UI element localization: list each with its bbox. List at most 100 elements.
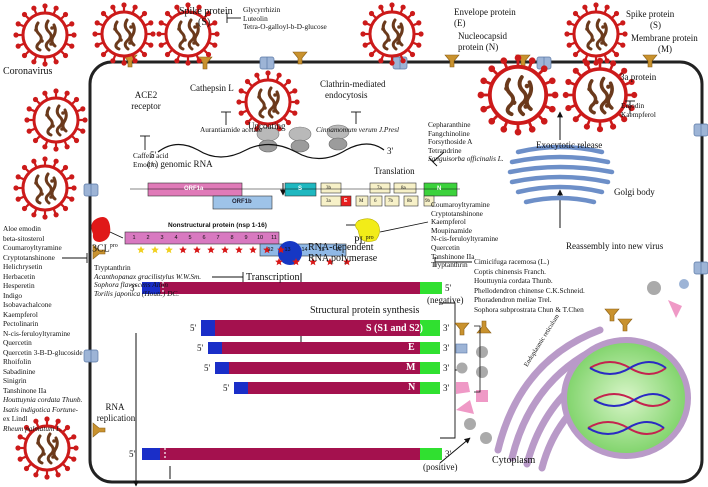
clpro-drug: Sabadinine (3, 366, 36, 376)
clpro-drug: Hesperetin (3, 281, 35, 290)
ace2-inhibitors: Caffeic acid Emodin (133, 151, 169, 169)
rdrp-label-2: RNA polymerase (308, 253, 378, 264)
translation-drug: Forsythoside A (428, 137, 473, 147)
clpro-drug: Herbacetin (3, 271, 36, 281)
gene-s: S (298, 186, 303, 192)
spike-right-label: Spike protein (626, 9, 675, 19)
clpro-drug: Helichrysetin (3, 262, 43, 271)
gene-orf1a: ORF1a (184, 186, 204, 192)
cathepsin-label: Cathepsin L (190, 83, 234, 93)
ace2-drug: Caffeic acid (133, 151, 169, 160)
rdrp-drug: Cimicifuga racemosa (L.) (474, 257, 550, 266)
plpro-drug: Cryptotanshinone (431, 208, 483, 218)
clpro-drug: Rheum palmatum L. (3, 423, 62, 433)
gene-6: 6 (374, 199, 377, 204)
transcription-drug: Tryptanthrin (94, 263, 131, 272)
spike-inhibitors: Glycyrrhizin Luteolin Tetra-O-galloyl-b-… (243, 5, 327, 32)
three-prime-genomic: 3' (387, 146, 394, 156)
clpro-label: 3CLpro (92, 241, 118, 254)
plpro-drug: Quercetin (431, 242, 460, 252)
rdrp-inhibitors: Cimicifuga racemosa (L.) Coptis chinensi… (474, 257, 585, 314)
spike-abbr: (S) (198, 17, 211, 28)
neg-five-prime: 3' (130, 283, 137, 293)
clpro-drug: Houttuynia cordata Thunb. (3, 395, 83, 404)
golgi-label: Golgi body (614, 187, 655, 197)
nsp-number: 7 (216, 235, 220, 241)
translation-drug: Tetrandrine (428, 145, 462, 155)
envelope-label: Envelope protein (454, 7, 516, 17)
drug-pointers (109, 221, 429, 239)
nsp-number: 6 (202, 235, 206, 241)
plpro-drug: Coumaroyltyramine (431, 200, 490, 209)
assembly-proteins (456, 279, 689, 444)
gene-e: E (344, 198, 348, 204)
structural-synthesis-label: Structural protein synthesis (310, 305, 420, 316)
cleavage-star (207, 246, 215, 254)
uncoating-label: Uncoating (248, 121, 286, 131)
cytoplasm-label: Cytoplasm (492, 455, 536, 466)
clpro-drug: Quercetin 3-B-D-glucoside (3, 347, 83, 357)
gene-7a: 7a (377, 186, 382, 191)
clpro-drug: Kaempferol (3, 309, 38, 319)
clathrin-inhibitors: Cinnamomum verum J.Presl (316, 125, 399, 135)
envelope-abbr: (E) (454, 18, 466, 28)
m-five-prime: 5' (204, 363, 211, 373)
cleavage-star (249, 246, 257, 254)
protein-bracket (474, 325, 481, 393)
clpro-drug: Indigo (3, 290, 23, 300)
clpro-enzyme-shape (91, 217, 111, 242)
nsp-label: Nonstructural protein (nsp 1-16) (168, 222, 267, 229)
protein3a-inhibitors: Emodin Kaempferol (621, 101, 656, 119)
cleavage-star (326, 258, 334, 266)
clpro-drug: Aloe emodin (3, 224, 41, 233)
clpro-drug: ex Lindl (3, 414, 28, 423)
translation-drug: Fangchinoline (428, 128, 470, 138)
gene-m: M (359, 199, 364, 204)
neg-three-prime: 5' (445, 283, 452, 293)
translated-proteins (454, 322, 470, 394)
nsp-number: 3 (160, 235, 164, 241)
gene-9b: 9b (425, 199, 430, 204)
cleavage-stars (137, 246, 351, 266)
rna-replication-label: RNA (105, 402, 125, 412)
cathepsin-drug: Aurantiamide acetate (200, 125, 263, 134)
rdrp-drug: Houttuynia cordata Thunb. (474, 276, 553, 285)
cleavage-star (151, 246, 159, 254)
nucleus-dna (587, 361, 671, 435)
spike-right-abbr: (S) (650, 20, 661, 30)
nucleocapsid-label: Nucleocapsid (458, 31, 507, 41)
transcription-label: Transcription (246, 272, 300, 283)
plpro-drug: Moupinamide (431, 225, 472, 235)
sgrna-n-label: N (408, 382, 416, 393)
rna-strands (142, 282, 442, 460)
protein3a-drug: Emodin (621, 101, 645, 110)
rna-replication-label-2: replication (96, 413, 136, 423)
endocytosis-label: endocytosis (325, 90, 368, 100)
cleavage-star (193, 246, 201, 254)
clpro-drug: Sinigrin (3, 376, 27, 385)
coronavirus-label: Coronavirus (3, 66, 53, 77)
protein3a-label: 3a protein (620, 72, 657, 82)
rdrp-drug: Phoradendron meliae Trel. (474, 295, 552, 304)
nsp-number: 4 (174, 235, 178, 241)
e-three-prime: 3' (443, 343, 450, 353)
genome-map (147, 182, 458, 210)
pos-five-prime: 5' (129, 449, 136, 459)
pos-three-prime: 3' (445, 449, 452, 459)
cleavage-star (179, 246, 187, 254)
cleavage-star (165, 246, 173, 254)
nsp-number: 5 (188, 235, 192, 241)
rdrp-label: RNA-dependent (308, 242, 374, 253)
transcription-drug: Acanthopanax gracilistylus W.W.Sm. (94, 271, 202, 281)
negative-label: (negative) (427, 295, 464, 305)
clpro-drug: Cryptotanshinone (3, 252, 55, 262)
cleavage-star (137, 246, 145, 254)
sgrna-m-label: M (406, 362, 416, 373)
plpro-inhibitors: Coumaroyltyramine Cryptotanshinone Kaemp… (431, 200, 498, 270)
clpro-inhibitors: Aloe emodin beta-sitosterol Coumaroyltyr… (3, 224, 83, 433)
nsp-number: 11 (271, 235, 277, 241)
transcription-inhibitors: Tryptanthrin Acanthopanax gracilistylus … (94, 263, 202, 298)
gene-8a: 8a (401, 186, 406, 191)
